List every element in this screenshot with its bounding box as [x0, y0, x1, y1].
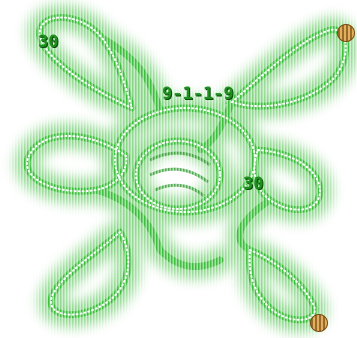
corner-marker-top-right[interactable]: [337, 24, 355, 42]
stitch-count-label-right: 30: [243, 174, 263, 194]
stitch-count-label-top-left: 30: [38, 32, 58, 52]
stitch-sequence-label-center: 9-1-1-9: [162, 84, 234, 104]
lace-glow-layer: [27, 18, 346, 320]
corner-marker-bottom-right[interactable]: [310, 314, 328, 332]
